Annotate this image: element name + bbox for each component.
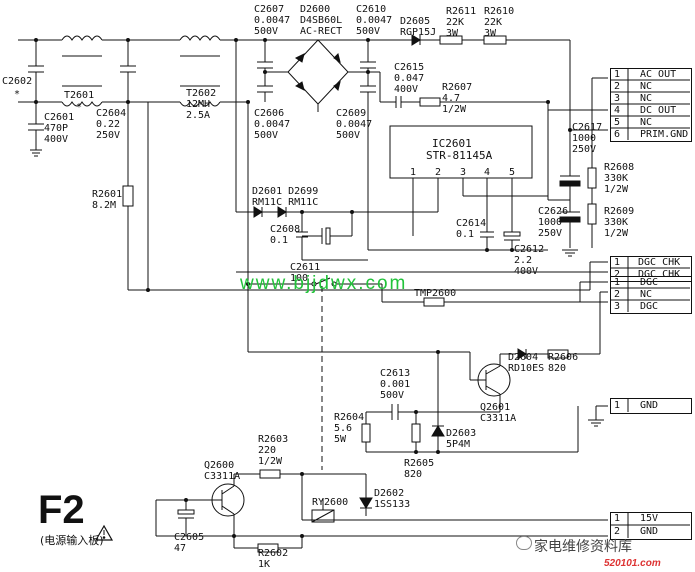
brand-watermark: 家电维修资料库 [534, 539, 632, 555]
label-r2609: R2609 330K 1/2W [604, 206, 635, 239]
label-q2600: Q2600 C3311A [204, 460, 241, 482]
connector-ac-pin-4: 4 [614, 105, 621, 116]
connector-gnd [610, 398, 692, 414]
label-c2614: C2614 0.1 [456, 218, 487, 240]
label-c2605: C2605 47 [174, 532, 205, 554]
label-c2615: C2615 0.047 400V [394, 62, 425, 95]
connector-dgc-chk [610, 256, 692, 282]
label-c2617: C2617 1000 250V [572, 122, 603, 155]
connector-dgc-chk-pin-1: 1 [614, 257, 621, 268]
label-r2610: R2610 22K 3W [484, 6, 515, 39]
label-c2612: C2612 2.2 400V [514, 244, 545, 277]
connector-ac-name-2: NC [640, 81, 653, 92]
label-tmp2600: TMP2600 [414, 288, 457, 299]
label-star-1: * [14, 89, 21, 100]
ic-pin-1: 1 [410, 167, 417, 178]
connector-dgc-pin-1: 1 [614, 277, 621, 288]
label-c2610: C2610 0.0047 500V [356, 4, 393, 37]
connector-dgc-pin-2: 2 [614, 289, 621, 300]
connector-power-name-2: GND [640, 526, 659, 537]
connector-dgc-chk-name-1: DGC CHK [638, 257, 681, 268]
label-c2604: C2604 0.22 250V [96, 108, 127, 141]
ic-pin-2: 2 [435, 167, 442, 178]
label-r2606: R2606 820 [548, 352, 579, 374]
connector-dgc-chk-name-2: DGC CHK [638, 269, 681, 280]
label-d2604: D2604 RD10ES [508, 352, 545, 374]
connector-dgc-chk-pin-2: 2 [614, 269, 621, 280]
label-c2601: C2601 470P 400V [44, 112, 75, 145]
label-d2603: D2603 5P4M [446, 428, 477, 450]
website-watermark: www.bjjdwx.com [240, 273, 408, 294]
connector-power-pin-2: 2 [614, 526, 621, 537]
label-r2605: R2605 820 [404, 458, 435, 480]
wechat-icon [516, 536, 532, 550]
connector-ac-name-1: AC OUT [640, 69, 677, 80]
label-r2607: R2607 4.7 1/2W [442, 82, 473, 115]
connector-dgc-name-1: DGC [640, 277, 659, 288]
connector-ac-pin-1: 1 [614, 69, 621, 80]
connector-gnd-pin-1: 1 [614, 400, 621, 411]
connector-ac [610, 68, 692, 142]
figure-subtitle: (电源输入板) [40, 534, 104, 547]
connector-power-pin-1: 1 [614, 513, 621, 524]
brand-url-watermark: 520101.com [604, 558, 661, 569]
connector-ac-name-5: NC [640, 117, 653, 128]
label-t2602: T2602 12MH 2.5A [186, 88, 217, 121]
connector-ac-pin-6: 6 [614, 129, 621, 140]
label-c2602: C2602 [2, 76, 33, 87]
label-ry2600: RY2600 [312, 497, 349, 508]
label-c2613: C2613 0.001 500V [380, 368, 411, 401]
connector-power-name-1: 15V [640, 513, 659, 524]
label-r2602: R2602 1K [258, 548, 289, 570]
label-c2626: C2626 1000 250V [538, 206, 569, 239]
ic-part: STR-81145A [426, 149, 493, 162]
connector-dgc-pin-3: 3 [614, 301, 621, 312]
ic-pin-4: 4 [484, 167, 491, 178]
connector-ac-pin-5: 5 [614, 117, 621, 128]
connector-dgc-name-3: DGC [640, 301, 659, 312]
label-c2609: C2609 0.0047 500V [336, 108, 373, 141]
connector-gnd-name-1: GND [640, 400, 659, 411]
label-d2601-d2699: D2601 D2699 RM11C RM11C [252, 186, 319, 208]
connector-dgc-name-2: NC [640, 289, 653, 300]
label-star-2: * [76, 102, 83, 113]
label-c2608: C2608 0.1 [270, 224, 301, 246]
label-d2602: D2602 1SS133 [374, 488, 411, 510]
label-q2601: Q2601 C3311A [480, 402, 517, 424]
label-r2604: R2604 5.6 5W [334, 412, 365, 445]
connector-ac-name-6: PRIM.GND [640, 129, 689, 140]
label-d2600: D2600 D4SB60L AC-RECT [300, 4, 343, 37]
label-c2606: C2606 0.0047 500V [254, 108, 291, 141]
label-t2601: T2601 [64, 90, 95, 101]
connector-ac-pin-3: 3 [614, 93, 621, 104]
connector-dgc [610, 276, 692, 314]
connector-ac-name-4: DC OUT [640, 105, 677, 116]
label-c2607: C2607 0.0047 500V [254, 4, 291, 37]
connector-ac-name-3: NC [640, 93, 653, 104]
label-c2611: C2611 100 [290, 262, 321, 284]
label-r2608: R2608 330K 1/2W [604, 162, 635, 195]
label-r2611: R2611 22K 3W [446, 6, 477, 39]
connector-ac-pin-2: 2 [614, 81, 621, 92]
label-r2601: R2601 8.2M [92, 189, 123, 211]
ic-pin-3: 3 [460, 167, 467, 178]
figure-id: F2 [38, 488, 85, 532]
ic-pin-5: 5 [509, 167, 516, 178]
label-r2603: R2603 220 1/2W [258, 434, 289, 467]
connector-power [610, 512, 692, 540]
label-d2605: D2605 RGP15J [400, 16, 437, 38]
ic-name: IC2601 [432, 137, 472, 150]
